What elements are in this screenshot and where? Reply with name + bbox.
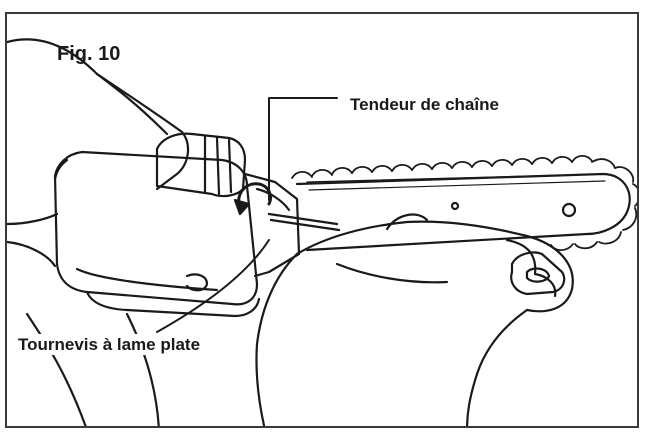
- rotation-arrow-icon: [237, 182, 273, 212]
- lower-hand-palm: [255, 252, 299, 426]
- figure-label: Fig. 10: [57, 43, 121, 65]
- lower-hand: [295, 220, 574, 313]
- chain: [291, 154, 637, 252]
- bar-mount: [510, 251, 566, 296]
- flat-screwdriver-callout: Tournevis à lame plate: [15, 334, 204, 355]
- figure-frame: Fig. 10 Tendeur de chaîne Tournevis à la…: [5, 12, 639, 428]
- lower-arm: [7, 240, 57, 268]
- screwdriver-shaft: [269, 218, 341, 232]
- grip: [155, 132, 247, 198]
- lower-hand-crease: [335, 262, 449, 284]
- upper-hand-finger: [95, 72, 169, 136]
- tool-body-bottom: [85, 290, 261, 318]
- lower-arm-sleeve: [125, 312, 160, 426]
- lower-hand-wrist: [465, 308, 529, 426]
- tool-body: [53, 150, 259, 306]
- rotation-arrow-head: [233, 198, 251, 216]
- tournevis-leader-line: [156, 239, 270, 333]
- tendeur-leader-line: [268, 97, 338, 201]
- bar-hole: [450, 201, 460, 211]
- upper-hand-edge: [7, 212, 59, 226]
- chainsaw-illustration: [7, 14, 637, 426]
- tool-body-top-edge: [53, 158, 69, 181]
- lower-hand-finger: [505, 238, 557, 298]
- tool-body-slot: [185, 273, 209, 292]
- grip-rib: [227, 138, 233, 194]
- front-housing-inner: [255, 187, 291, 212]
- bar-mount-slot: [525, 267, 551, 283]
- chain-tensioner-callout: Tendeur de chaîne: [347, 94, 502, 115]
- bar-hole: [561, 202, 577, 218]
- lower-arm-sleeve: [25, 312, 87, 426]
- upper-hand: [7, 38, 190, 191]
- lower-hand-thumb: [385, 213, 429, 231]
- screwdriver-shaft: [267, 212, 339, 226]
- grip-rib: [215, 136, 221, 196]
- tool-body-inner: [75, 267, 219, 292]
- guide-bar: [295, 172, 631, 252]
